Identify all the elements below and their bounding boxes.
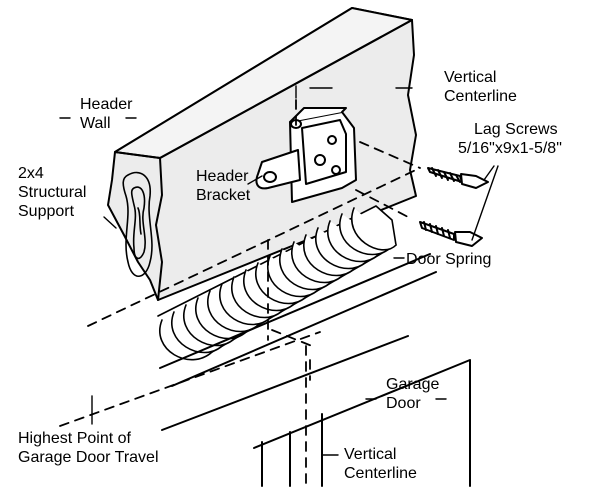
label-highest-point-line2: Garage Door Travel bbox=[18, 449, 159, 466]
label-lag-screws-line2: 5/16"x9x1-5/8" bbox=[458, 140, 562, 157]
label-vertical-centerline-bottom-line1: Vertical bbox=[344, 446, 396, 463]
dashed-lines bbox=[59, 99, 421, 487]
door-spring bbox=[157, 205, 397, 361]
label-vertical-centerline-top-line1: Vertical bbox=[444, 69, 496, 86]
wood-grain bbox=[122, 171, 153, 278]
label-header-bracket-line1: Header bbox=[196, 168, 249, 185]
label-vertical-centerline-bottom-line2: Centerline bbox=[344, 465, 417, 482]
label-highest-point-line1: Highest Point of bbox=[18, 430, 132, 447]
lag-screw-lower bbox=[419, 221, 483, 247]
label-door-spring: Door Spring bbox=[406, 251, 491, 268]
label-lag-screws-line1: Lag Screws bbox=[474, 121, 558, 138]
door-frame-lines bbox=[159, 253, 471, 487]
header-bracket bbox=[255, 107, 357, 203]
label-structural-support-line3: Support bbox=[18, 203, 75, 220]
label-header-wall-line2: Wall bbox=[80, 115, 111, 132]
label-structural-support-line2: Structural bbox=[18, 184, 86, 201]
label-header-wall-line1: Header bbox=[80, 96, 133, 113]
label-header-bracket-line2: Bracket bbox=[196, 187, 251, 204]
lag-screw-upper bbox=[427, 167, 489, 189]
label-vertical-centerline-top-line2: Centerline bbox=[444, 88, 517, 105]
label-garage-door-line2: Door bbox=[386, 395, 421, 412]
labels: Header Wall Vertical Centerline Lag Scre… bbox=[18, 69, 562, 482]
leader-lines bbox=[59, 85, 499, 456]
label-garage-door-line1: Garage bbox=[386, 376, 439, 393]
label-structural-support-line1: 2x4 bbox=[18, 165, 44, 182]
